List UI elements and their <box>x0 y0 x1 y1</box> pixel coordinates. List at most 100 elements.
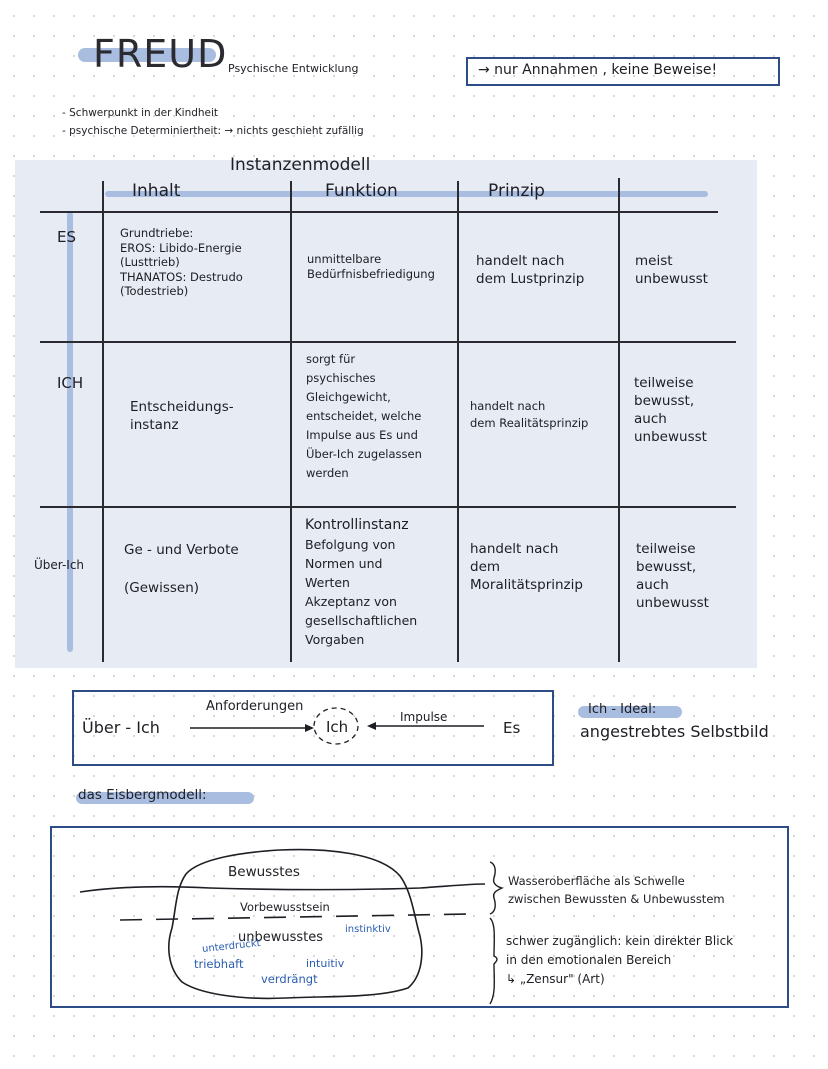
cell-line: entscheidet, welche <box>306 409 422 423</box>
cell-line: handelt nach <box>470 541 559 557</box>
grid-line <box>40 341 736 343</box>
cell-funktion: unmittelbare Bedürfnisbefriedigung <box>307 252 435 281</box>
row-label-ueber-ich: Über-Ich <box>34 558 85 572</box>
header-highlight <box>105 191 708 197</box>
cell-inhalt: Grundtriebe: EROS: Libido-Energie (Lustt… <box>120 226 243 299</box>
cell-line: psychisches <box>306 371 376 385</box>
cell-line: Über-Ich zugelassen <box>306 447 422 461</box>
cell-line: Akzeptanz von <box>305 594 397 609</box>
word-triebhaft: triebhaft <box>194 957 244 971</box>
row-label-ich: ICH <box>57 374 84 392</box>
model-title: Instanzenmodell <box>230 155 371 175</box>
structure-ueber-ich: Über - Ich <box>82 718 160 737</box>
cell-line: bewusst, <box>634 393 695 409</box>
iceberg-outline-icon <box>168 848 423 1000</box>
cell-line: handelt nach <box>470 399 546 413</box>
structure-frame <box>72 690 554 766</box>
eisberg-note-unbewusst: schwer zugänglich: kein direkter Blick i… <box>506 932 733 989</box>
cell-line: teilweise <box>636 541 696 557</box>
cell-line: Grundtriebe: <box>120 226 194 240</box>
col-header-prinzip: Prinzip <box>488 181 545 201</box>
note-text: → nur Annahmen , keine Beweise! <box>478 62 718 78</box>
structure-impulse: Impulse <box>400 710 448 724</box>
note-line: schwer zugänglich: kein direkter Blick <box>506 934 734 948</box>
iceberg-unbewusstes: unbewusstes <box>238 930 324 945</box>
cell-bewusst: teilweise bewusst, auch unbewusst <box>636 540 709 612</box>
cell-bewusst: teilweise bewusst, auch unbewusst <box>634 374 707 446</box>
structure-arrows <box>190 707 484 745</box>
cell-line: Normen und <box>305 556 383 571</box>
cell-line: Werten <box>305 575 350 590</box>
brace-drawing <box>489 861 505 1005</box>
grid-line <box>290 181 292 662</box>
cell-line: unbewusst <box>634 429 707 445</box>
cell-line: bewusst, <box>636 559 697 575</box>
brace-icon <box>489 861 505 915</box>
cell-line: Entscheidungs- <box>130 399 234 415</box>
cell-line: Gleichgewicht, <box>306 390 391 404</box>
cell-line <box>124 560 239 578</box>
model-panel <box>15 160 757 668</box>
iceberg-vorbewusstsein: Vorbewusstsein <box>240 900 330 914</box>
title-highlight <box>78 48 216 62</box>
cell-line: Befolgung von <box>305 537 396 552</box>
cell-inhalt: Ge - und Verbote (Gewissen) <box>124 540 239 598</box>
structure-es: Es <box>503 719 521 737</box>
iceberg-bewusstes: Bewusstes <box>228 864 300 880</box>
cell-bewusst: meist unbewusst <box>635 252 708 288</box>
grid-line <box>457 181 459 662</box>
dashed-circle-icon <box>313 707 359 745</box>
cell-line: unbewusst <box>635 271 708 287</box>
cell-line: Ge - und Verbote <box>124 542 239 558</box>
cell-line: Impulse aus Es und <box>306 428 418 442</box>
grid-line <box>40 506 736 508</box>
cell-line: dem <box>470 559 501 575</box>
cell-line: (Lusttrieb) <box>120 255 180 269</box>
note-frame <box>466 57 780 86</box>
cell-line: gesellschaftlichen <box>305 613 418 628</box>
cell-line: dem Lustprinzip <box>476 271 585 287</box>
cell-line: sorgt für <box>306 352 356 366</box>
cell-line: handelt nach <box>476 253 565 269</box>
ideal-highlight <box>578 706 682 718</box>
cell-prinzip: handelt nach dem Lustprinzip <box>476 252 584 288</box>
ideal-label: Ich - Ideal: <box>588 702 657 717</box>
cell-line: auch <box>636 577 669 593</box>
cell-line: (Todestrieb) <box>120 284 189 298</box>
eisberg-note-surface: Wasseroberfläche als Schwelle zwischen B… <box>508 872 725 908</box>
cell-line: meist <box>635 253 673 269</box>
iceberg-drawing <box>79 848 486 1000</box>
note-line: Wasseroberfläche als Schwelle <box>508 874 685 888</box>
bullet-item: - Schwerpunkt in der Kindheit <box>62 107 219 119</box>
cell-funktion: sorgt für psychisches Gleichgewicht, ent… <box>306 350 422 483</box>
cell-line: THANATOS: Destrudo <box>120 269 243 284</box>
grid-line <box>618 178 620 662</box>
note-line: ↳ „Zensur" (Art) <box>506 972 605 986</box>
cell-line: instanz <box>130 417 179 433</box>
arrow-head-icon <box>367 722 376 730</box>
cell-inhalt: Entscheidungs- instanz <box>130 398 234 434</box>
arrow-head-icon <box>305 724 314 732</box>
cell-prinzip: handelt nach dem Moralitätsprinzip <box>470 540 583 594</box>
row-highlight <box>67 212 73 652</box>
cell-line: Kontrollinstanz <box>305 517 409 533</box>
water-surface-line <box>79 883 486 893</box>
note-line: in den emotionalen Bereich <box>506 953 672 967</box>
grid-line <box>40 211 718 213</box>
cell-line: (Gewissen) <box>124 580 200 596</box>
cell-line: dem Realitätsprinzip <box>470 416 589 430</box>
note-line: zwischen Bewussten & Unbewusstem <box>508 892 725 906</box>
col-header-inhalt: Inhalt <box>132 181 181 201</box>
eisberg-frame <box>50 826 789 1008</box>
cell-prinzip: handelt nach dem Realitätsprinzip <box>470 398 588 432</box>
word-verdraengt: verdrängt <box>261 972 318 986</box>
eisberg-title: das Eisbergmodell: <box>78 787 207 803</box>
row-label-es: ES <box>57 228 76 246</box>
page-title: FREUD <box>93 32 228 76</box>
cell-line: werden <box>306 466 349 480</box>
cell-funktion: Kontrollinstanz Befolgung von Normen und… <box>305 516 417 649</box>
bullet-list: - Schwerpunkt in der Kindheit - psychisc… <box>62 104 364 140</box>
page-subtitle: Psychische Entwicklung <box>228 62 359 75</box>
cell-line: Vorgaben <box>305 632 365 647</box>
dashed-threshold-line <box>119 913 471 921</box>
